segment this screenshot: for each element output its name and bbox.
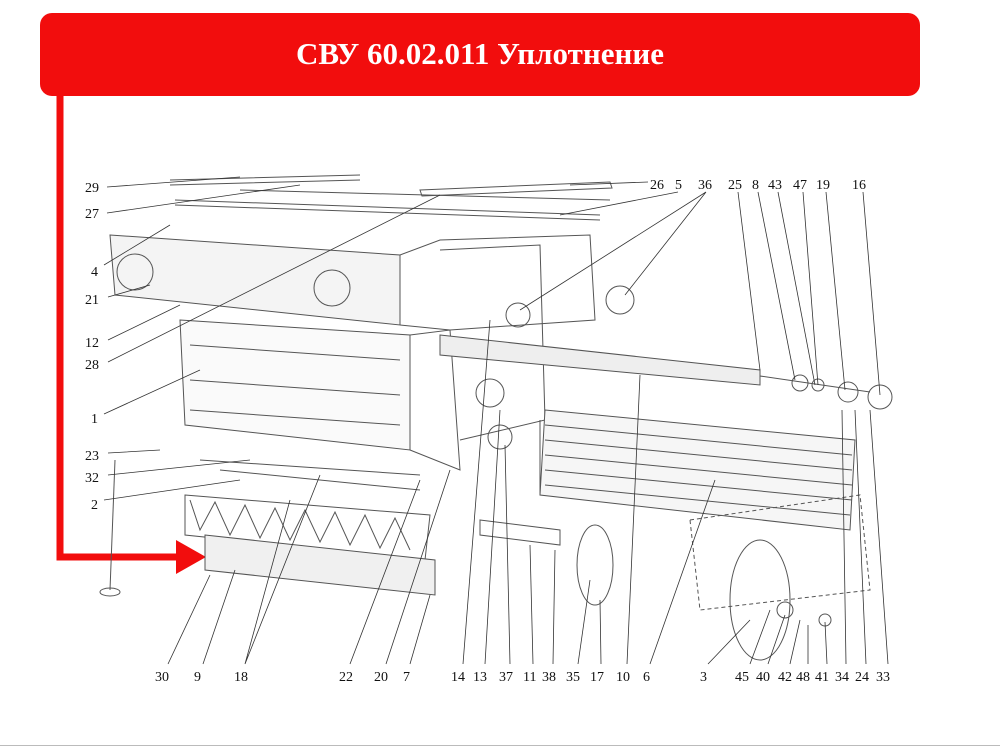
part-label: 9 xyxy=(194,670,201,685)
part-label: 32 xyxy=(85,471,99,486)
part-label: 30 xyxy=(155,670,169,685)
part-label: 29 xyxy=(85,181,99,196)
part-label: 37 xyxy=(499,670,513,685)
part-labels-left: 29 27 4 21 12 28 1 23 32 2 xyxy=(85,181,99,513)
part-label: 20 xyxy=(374,670,388,685)
part-label: 34 xyxy=(835,670,849,685)
part-label: 41 xyxy=(815,670,829,685)
part-label: 7 xyxy=(403,670,410,685)
part-label: 22 xyxy=(339,670,353,685)
part-label: 3 xyxy=(700,670,707,685)
part-label: 42 xyxy=(778,670,792,685)
part-label: 19 xyxy=(816,178,830,193)
part-label: 1 xyxy=(91,412,98,427)
part-label: 2 xyxy=(91,498,98,513)
part-label: 18 xyxy=(234,670,248,685)
part-label: 23 xyxy=(85,449,99,464)
part-label: 24 xyxy=(855,670,869,685)
part-label: 43 xyxy=(768,178,782,193)
part-label: 16 xyxy=(852,178,866,193)
part-labels-bottom: 30 9 18 22 20 7 14 13 37 11 38 35 17 10 … xyxy=(155,670,890,685)
part-label: 10 xyxy=(616,670,630,685)
part-label: 26 xyxy=(650,178,664,193)
part-label: 47 xyxy=(793,178,807,193)
part-label: 17 xyxy=(590,670,604,685)
pointer-arrow xyxy=(56,92,206,574)
leader-lines xyxy=(103,176,889,665)
part-label: 25 xyxy=(728,178,742,193)
part-label: 13 xyxy=(473,670,487,685)
part-label: 48 xyxy=(796,670,810,685)
page-title: СВУ 60.02.011 Уплотнение xyxy=(296,35,664,71)
part-label: 8 xyxy=(752,178,759,193)
part-label: 14 xyxy=(451,670,465,685)
part-label: 35 xyxy=(566,670,580,685)
part-labels-top: 26 5 36 25 8 43 47 19 16 xyxy=(650,178,866,193)
part-label: 12 xyxy=(85,336,99,351)
title-banner: СВУ 60.02.011 Уплотнение xyxy=(40,13,920,96)
machine-drawing xyxy=(99,174,893,661)
part-label: 28 xyxy=(85,358,99,373)
part-label: 40 xyxy=(756,670,770,685)
divider xyxy=(0,745,1000,746)
part-label: 45 xyxy=(735,670,749,685)
part-label: 38 xyxy=(542,670,556,685)
part-label: 21 xyxy=(85,293,99,308)
part-label: 11 xyxy=(523,670,536,685)
part-label: 4 xyxy=(91,265,98,280)
part-label: 36 xyxy=(698,178,712,193)
part-label: 5 xyxy=(675,178,682,193)
part-label: 6 xyxy=(643,670,650,685)
part-label: 33 xyxy=(876,670,890,685)
part-label: 27 xyxy=(85,207,99,222)
